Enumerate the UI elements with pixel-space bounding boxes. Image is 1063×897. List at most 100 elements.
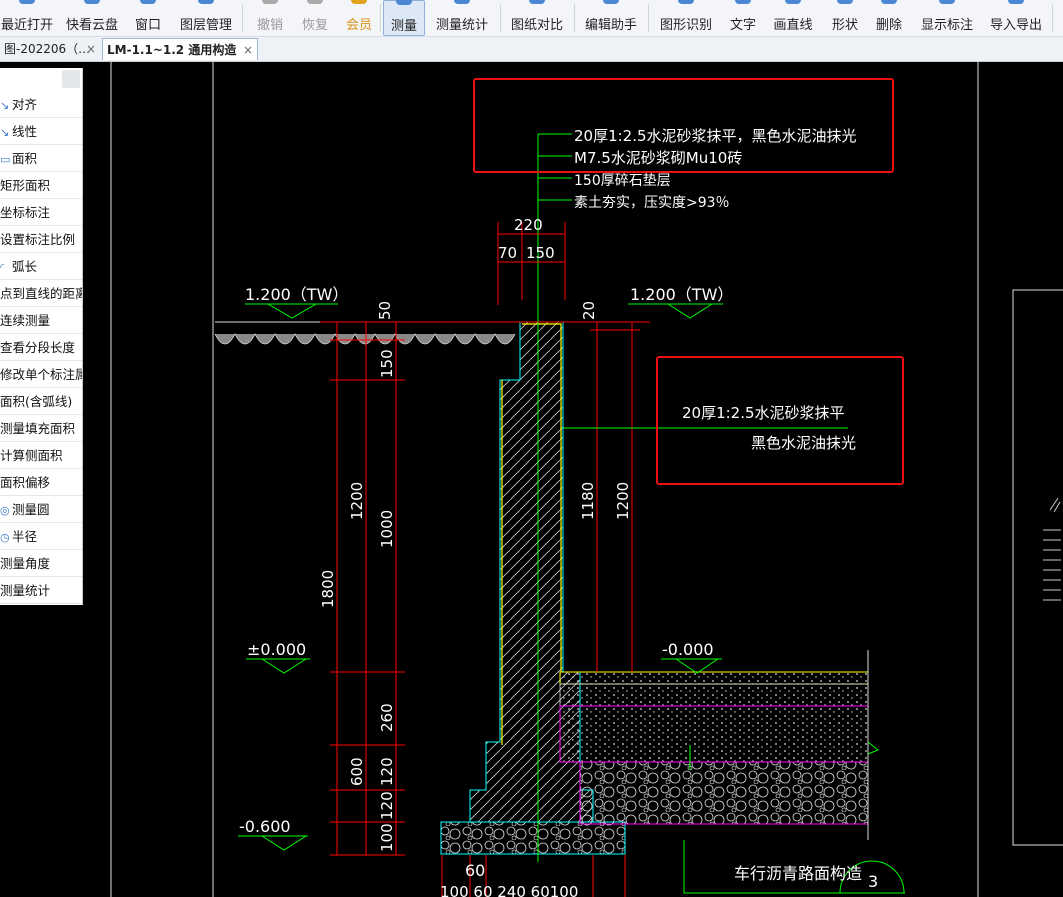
toolbar-button-4[interactable]: 撤销 bbox=[252, 0, 288, 36]
toolbar-button-11[interactable]: 图形识别 bbox=[658, 0, 714, 36]
dim-150-top: 150 bbox=[526, 244, 555, 262]
circle-icon: ◎ bbox=[0, 504, 10, 517]
toolbar-button-label: 图纸对比 bbox=[510, 18, 563, 33]
measure-tool-item-5[interactable]: 设置标注比例 bbox=[0, 226, 82, 253]
dim-70: 70 bbox=[498, 244, 517, 262]
measure-tool-item-1[interactable]: ↘线性 bbox=[0, 118, 82, 145]
elevation-bottom: -0.600 bbox=[239, 817, 291, 836]
measure-tool-item-14[interactable]: 面积偏移 bbox=[0, 469, 82, 496]
toolbar-button-17[interactable]: 导入导出 bbox=[988, 0, 1044, 36]
toolbar-icon bbox=[529, 0, 545, 4]
cad-drawing-canvas[interactable]: 20厚1:2.5水泥砂浆抹平，黑色水泥油抹光 M7.5水泥砂浆砌Mu10砖 15… bbox=[0, 62, 1063, 897]
toolbar-button-5[interactable]: 恢复 bbox=[297, 0, 333, 36]
toolbar-button-16[interactable]: 显示标注 bbox=[919, 0, 975, 36]
toolbar-button-1[interactable]: 快看云盘 bbox=[62, 0, 122, 36]
measure-tool-label: 矩形面积 bbox=[0, 178, 51, 193]
toolbar-button-14[interactable]: 形状 bbox=[828, 0, 862, 36]
measure-tool-item-13[interactable]: 计算侧面积 bbox=[0, 442, 82, 469]
toolbar-button-9[interactable]: 图纸对比 bbox=[509, 0, 565, 36]
toolbar-separator bbox=[242, 4, 243, 32]
measure-tool-label: 测量填充面积 bbox=[0, 421, 76, 436]
measure-tool-item-10[interactable]: 修改单个标注属性 bbox=[0, 361, 82, 388]
area-icon: ▭ bbox=[0, 153, 11, 166]
document-tab-1[interactable]: LM-1.1~1.2 通用构造× bbox=[102, 38, 258, 60]
callout-box-top[interactable] bbox=[473, 78, 894, 173]
toolbar-button-label: 窗口 bbox=[134, 18, 161, 33]
document-tab-0[interactable]: 图-202206（…× bbox=[0, 38, 100, 60]
toolbar-button-2[interactable]: 窗口 bbox=[130, 0, 166, 36]
dim-1800: 1800 bbox=[319, 570, 337, 608]
toolbar-separator bbox=[574, 4, 575, 32]
toolbar-icon bbox=[785, 0, 801, 4]
dim-220: 220 bbox=[514, 216, 543, 234]
measure-tool-item-16[interactable]: ◷半径 bbox=[0, 523, 82, 550]
measure-tool-item-15[interactable]: ◎测量圆 bbox=[0, 496, 82, 523]
tab-close-icon[interactable]: × bbox=[242, 43, 253, 57]
road-section-label: 车行沥青路面构造 bbox=[734, 864, 862, 883]
dim-1200-right: 1200 bbox=[614, 482, 632, 520]
dim-20: 20 bbox=[580, 301, 598, 320]
dim-1200-left: 1200 bbox=[348, 482, 366, 520]
measure-tool-label: 测量圆 bbox=[12, 502, 50, 517]
measure-tool-item-8[interactable]: 连续测量 bbox=[0, 307, 82, 334]
measure-tool-item-7[interactable]: 点到直线的距离 bbox=[0, 280, 82, 307]
measure-tool-item-11[interactable]: 面积(含弧线) bbox=[0, 388, 82, 415]
measure-tool-label: 面积 bbox=[12, 151, 38, 166]
measure-tool-label: 弧长 bbox=[12, 259, 38, 274]
measure-side-panel: ↘对齐↘线性▭面积矩形面积坐标标注设置标注比例◜弧长点到直线的距离连续测量查看分… bbox=[0, 68, 83, 605]
measure-tool-label: 查看分段长度 bbox=[0, 340, 76, 355]
toolbar-icon bbox=[454, 0, 470, 4]
note-top-3: 150厚碎石垫层 bbox=[574, 173, 671, 189]
toolbar-icon bbox=[837, 0, 853, 4]
toolbar-button-3[interactable]: 图层管理 bbox=[176, 0, 236, 36]
measure-tool-item-17[interactable]: 测量角度 bbox=[0, 550, 82, 577]
measure-tool-label: 坐标标注 bbox=[0, 205, 51, 220]
toolbar-button-0[interactable]: 最近打开 bbox=[0, 0, 54, 36]
toolbar-button-label: 测量 bbox=[390, 19, 417, 34]
note-top-2: M7.5水泥砂浆砌Mu10砖 bbox=[574, 149, 742, 167]
elevation-tw-left: 1.200（TW） bbox=[245, 285, 348, 304]
detail-number: 3 bbox=[868, 872, 878, 891]
leader-lines bbox=[238, 133, 905, 894]
toolbar-button-12[interactable]: 文字 bbox=[726, 0, 760, 36]
dim-1180: 1180 bbox=[579, 482, 597, 520]
toolbar-icon bbox=[351, 0, 367, 4]
toolbar-button-13[interactable]: 画直线 bbox=[772, 0, 814, 36]
measure-tool-item-12[interactable]: 测量填充面积 bbox=[0, 415, 82, 442]
measure-tool-item-6[interactable]: ◜ 弧长 bbox=[0, 253, 82, 280]
tab-close-icon[interactable]: × bbox=[85, 42, 96, 56]
toolbar-button-15[interactable]: 删除 bbox=[872, 0, 906, 36]
measure-tool-label: 对齐 bbox=[12, 97, 38, 112]
note-right-2: 黑色水泥油抹光 bbox=[751, 434, 856, 452]
callout-box-right[interactable] bbox=[656, 356, 904, 485]
adjacent-detail-fragment bbox=[1043, 497, 1061, 601]
arc-icon: ◜ bbox=[0, 261, 5, 274]
toolbar-button-10[interactable]: 编辑助手 bbox=[583, 0, 639, 36]
toolbar-icon bbox=[881, 0, 897, 4]
toolbar-icon bbox=[1008, 0, 1024, 4]
measure-tool-item-2[interactable]: ▭面积 bbox=[0, 145, 82, 172]
toolbar-button-label: 快看云盘 bbox=[65, 18, 118, 33]
toolbar-icon bbox=[735, 0, 751, 4]
toolbar-button-label: 图层管理 bbox=[179, 18, 232, 33]
measure-tool-item-3[interactable]: 矩形面积 bbox=[0, 172, 82, 199]
measure-tool-item-4[interactable]: 坐标标注 bbox=[0, 199, 82, 226]
toolbar-button-label: 删除 bbox=[875, 18, 902, 33]
panel-close-button[interactable] bbox=[62, 70, 80, 88]
toolbar: 最近打开快看云盘 窗口 图层管理 撤销恢复会员测量 测量统计图纸对比 编辑助手 图形识别文字… bbox=[0, 0, 1063, 37]
measure-tool-label: 测量统计 bbox=[0, 583, 51, 598]
align-icon: ↘ bbox=[0, 99, 10, 112]
toolbar-button-7[interactable]: 测量 bbox=[383, 0, 425, 36]
elevation-tw-right: 1.200（TW） bbox=[630, 285, 733, 304]
measure-tool-item-9[interactable]: 查看分段长度 bbox=[0, 334, 82, 361]
toolbar-separator bbox=[500, 4, 501, 32]
toolbar-button-label: 编辑助手 bbox=[584, 18, 637, 33]
toolbar-button-6[interactable]: 会员 bbox=[341, 0, 377, 36]
measure-tool-item-0[interactable]: ↘对齐 bbox=[0, 91, 82, 118]
measure-tool-item-18[interactable]: 测量统计 bbox=[0, 577, 82, 604]
toolbar-button-8[interactable]: 测量统计 bbox=[434, 0, 490, 36]
measure-tool-label: 面积(含弧线) bbox=[0, 394, 73, 409]
measure-tool-label: 线性 bbox=[12, 124, 38, 139]
toolbar-separator bbox=[648, 4, 649, 32]
tab-bar: 图-202206（…×LM-1.1~1.2 通用构造× bbox=[0, 37, 1063, 62]
